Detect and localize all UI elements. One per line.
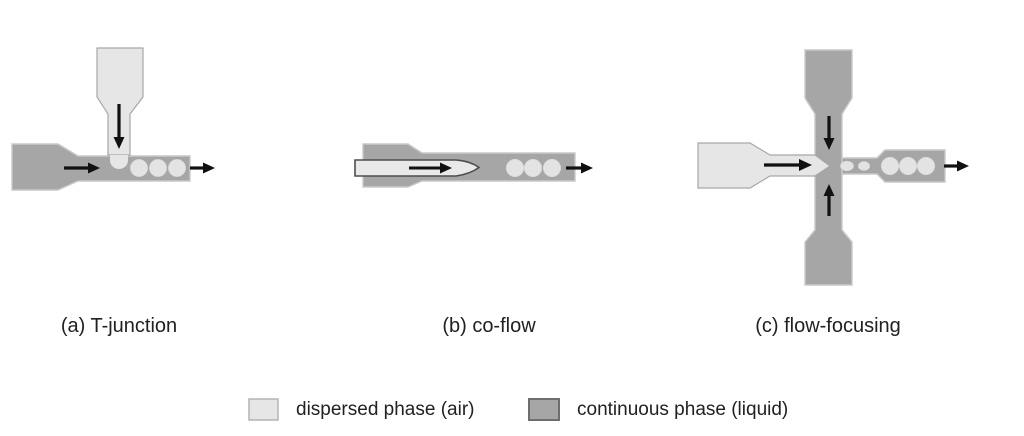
legend-label-continuous: continuous phase (liquid) <box>577 398 789 420</box>
panel-label-t-junction: (a) T-junction <box>60 315 178 337</box>
legend-swatch-continuous-icon <box>528 398 560 421</box>
co-flow-diagram <box>354 143 593 188</box>
bubble <box>898 157 917 176</box>
flow-arrow-up-icon <box>823 184 835 216</box>
legend-swatch-dispersed-icon <box>248 398 279 421</box>
bubble-plug <box>840 160 854 172</box>
flow-arrow-down-icon <box>113 104 125 149</box>
arrow-head <box>88 162 100 174</box>
panel-label-co-flow: (b) co-flow <box>442 315 536 337</box>
arrow-head <box>113 137 125 149</box>
dispersed-inlet-channel <box>96 47 144 156</box>
bubble <box>505 159 524 178</box>
bubble <box>542 159 561 178</box>
outlet-arrow-icon <box>944 160 969 172</box>
bubble <box>523 159 542 178</box>
flow-arrow-right-icon <box>764 159 812 171</box>
flow-arrow-right-icon <box>409 162 452 174</box>
arrow-head <box>440 162 452 174</box>
flow-focusing-diagram <box>697 49 969 286</box>
bubble <box>130 159 148 177</box>
dispersed-phase-tip <box>110 155 128 169</box>
outlet-arrow-icon <box>566 162 593 174</box>
bubble-plug <box>857 161 870 171</box>
bubble <box>916 157 935 176</box>
continuous-inlet-channel <box>11 143 191 191</box>
legend-item-dispersed: dispersed phase (air) <box>248 398 474 421</box>
legend-swatch-rect <box>248 398 279 421</box>
flow-arrow-right-icon <box>64 162 100 174</box>
arrow-head <box>823 138 835 150</box>
bubble <box>149 159 167 177</box>
legend-label-dispersed: dispersed phase (air) <box>296 398 475 420</box>
arrow-head <box>823 184 835 196</box>
legend-swatch-rect <box>528 398 560 421</box>
bubble <box>880 157 899 176</box>
legend-item-continuous: continuous phase (liquid) <box>528 398 788 421</box>
t-junction-diagram <box>11 47 215 191</box>
arrow-head <box>799 159 812 171</box>
outlet-arrow-icon <box>190 162 215 174</box>
arrow-head <box>581 162 593 174</box>
panel-label-flow-focusing: (c) flow-focusing <box>755 315 901 337</box>
flow-arrow-down-icon <box>823 116 835 150</box>
bubble <box>168 159 186 177</box>
arrow-head <box>203 162 215 174</box>
arrow-head <box>957 160 969 172</box>
